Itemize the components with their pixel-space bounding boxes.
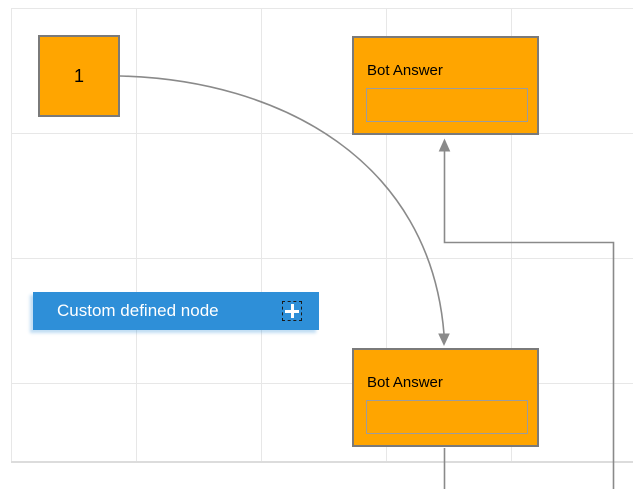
node-custom-defined[interactable]: Custom defined node xyxy=(33,292,319,330)
node-start-label: 1 xyxy=(73,65,84,86)
plus-icon xyxy=(285,304,299,318)
orthogonal-connector[interactable] xyxy=(443,151,615,489)
node-custom-label: Custom defined node xyxy=(57,301,219,320)
arrowhead-up-icon xyxy=(438,138,451,152)
answer-field[interactable] xyxy=(366,400,528,434)
node-start[interactable]: 1 xyxy=(38,35,120,117)
node-title: Bot Answer xyxy=(367,62,443,79)
add-node-handle[interactable] xyxy=(282,301,302,321)
arrowhead-down-icon xyxy=(438,333,450,346)
answer-field[interactable] xyxy=(366,88,528,122)
node-title: Bot Answer xyxy=(367,374,443,391)
node-bot-answer-top[interactable]: Bot Answer xyxy=(352,36,539,135)
curved-connector[interactable] xyxy=(119,75,445,335)
node-bot-answer-bottom[interactable]: Bot Answer xyxy=(352,348,539,447)
